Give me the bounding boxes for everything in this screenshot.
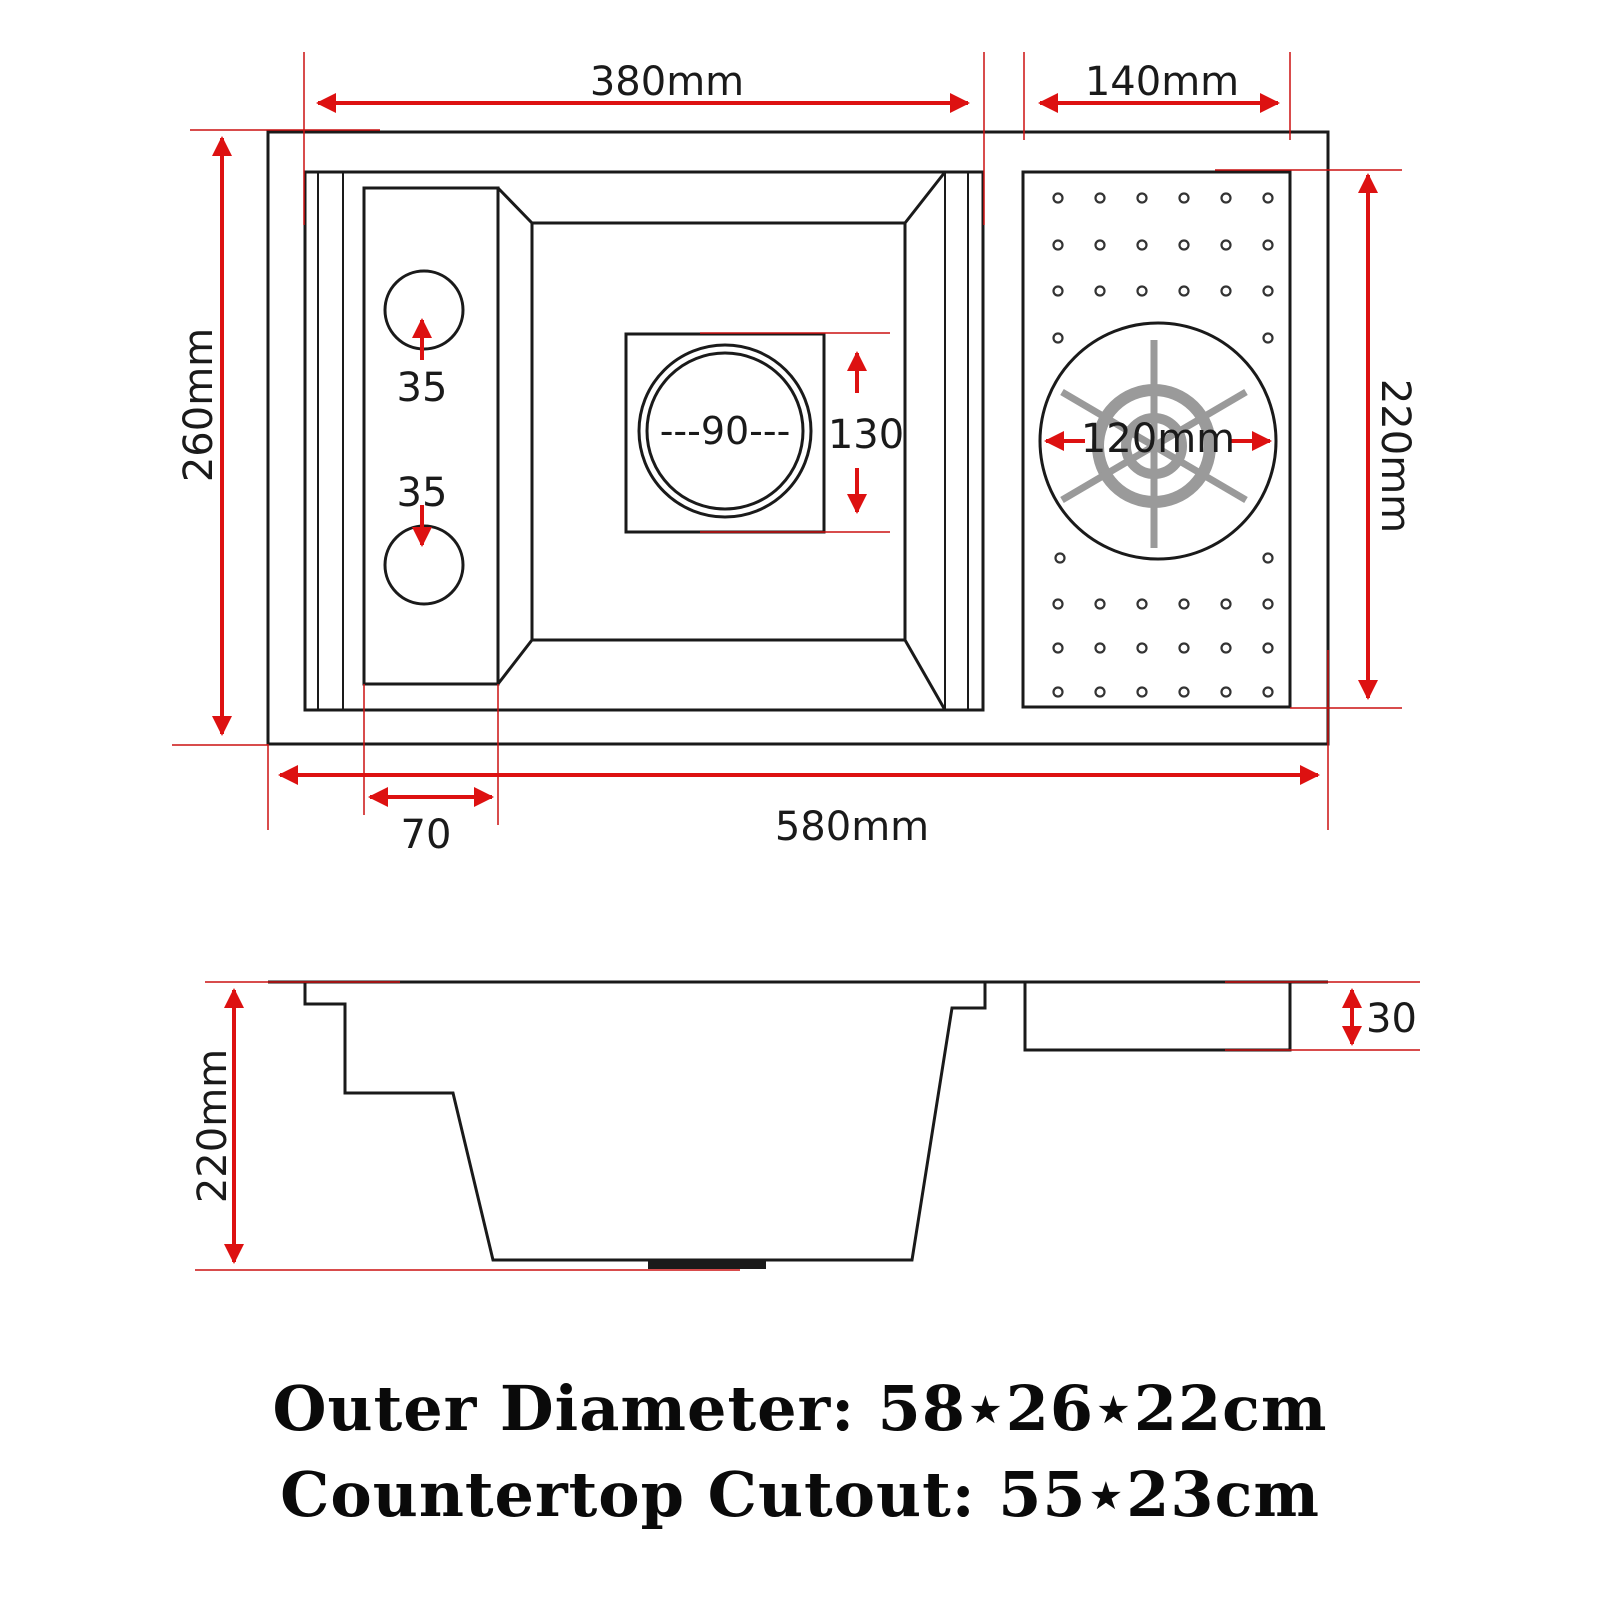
top-view: 380mm 140mm 260mm 220mm 580mm 70 35 35 -…	[172, 52, 1418, 858]
label-380mm: 380mm	[590, 59, 744, 105]
drain-hole	[1178, 285, 1190, 297]
drain-hole	[1262, 332, 1274, 344]
drain-hole	[1094, 285, 1106, 297]
drain-hole	[1052, 332, 1064, 344]
drain-hole	[1054, 552, 1066, 564]
drain-hole	[1052, 239, 1064, 251]
drain-hole	[1262, 239, 1274, 251]
drain-hole	[1220, 285, 1232, 297]
drain-hole	[1052, 598, 1064, 610]
drain-hole	[1136, 598, 1148, 610]
drain-hole	[1262, 192, 1274, 204]
label-drain-90: ---90---	[660, 409, 791, 453]
drain-hole	[1052, 642, 1064, 654]
label-140mm: 140mm	[1085, 59, 1239, 105]
faucet-ledge	[362, 186, 500, 686]
drain-inner-ring	[645, 351, 805, 511]
drain-outer-ring	[637, 343, 813, 519]
sink-outer-rim	[266, 130, 1330, 746]
drain-hole	[1220, 192, 1232, 204]
drain-hole	[1178, 686, 1190, 698]
drain-hole	[1220, 598, 1232, 610]
side-view: 220mm 30	[190, 980, 1420, 1271]
bowl-floor	[530, 221, 907, 642]
drain-hole	[1052, 285, 1064, 297]
drain-hole	[1136, 285, 1148, 297]
drain-hole	[1136, 642, 1148, 654]
drain-hole	[1262, 285, 1274, 297]
label-35-bottom: 35	[397, 470, 448, 516]
drain-hole	[1262, 642, 1274, 654]
extension-lines	[172, 52, 1402, 830]
label-120mm: 120mm	[1081, 416, 1235, 462]
caption-outer-diameter: Outer Diameter: 58⋆26⋆22cm	[272, 1372, 1328, 1445]
drain-hole	[1052, 192, 1064, 204]
label-220mm-right: 220mm	[1372, 379, 1418, 533]
label-220mm-depth: 220mm	[190, 1049, 236, 1203]
drain-hole	[1178, 239, 1190, 251]
drain-hole	[1178, 598, 1190, 610]
side-drainer	[1021, 170, 1292, 709]
label-260mm: 260mm	[176, 328, 222, 482]
label-130: 130	[828, 412, 904, 458]
drain-hole	[1094, 642, 1106, 654]
drain-hole	[1136, 192, 1148, 204]
basin-profile	[303, 982, 987, 1262]
drain-hole	[1178, 192, 1190, 204]
drain-hole	[1220, 239, 1232, 251]
drain-hole	[1178, 642, 1190, 654]
drain-hole	[1136, 686, 1148, 698]
drain-hole	[1136, 239, 1148, 251]
drain-hole	[1094, 192, 1106, 204]
label-35-top: 35	[397, 365, 448, 411]
drain-hole	[1262, 686, 1274, 698]
dimension-arrows	[212, 93, 1378, 807]
drain-hole	[1220, 686, 1232, 698]
drain-hole	[1262, 598, 1274, 610]
drain-hole	[1262, 552, 1274, 564]
drain-outlet	[648, 1261, 766, 1269]
drain-hole	[1052, 686, 1064, 698]
label-70: 70	[401, 812, 452, 858]
drain-hole	[1094, 686, 1106, 698]
drain-hole	[1094, 598, 1106, 610]
drain-hole	[1094, 239, 1106, 251]
caption-countertop-cutout: Countertop Cutout: 55⋆23cm	[280, 1458, 1320, 1531]
label-30: 30	[1366, 996, 1417, 1042]
label-580mm: 580mm	[775, 804, 929, 850]
drainer-profile	[1023, 980, 1292, 1052]
cup-rinser-ring	[1038, 321, 1278, 561]
drain-hole	[1220, 642, 1232, 654]
cup-rinser-icon	[1060, 340, 1248, 548]
drain-holes	[1052, 192, 1274, 698]
